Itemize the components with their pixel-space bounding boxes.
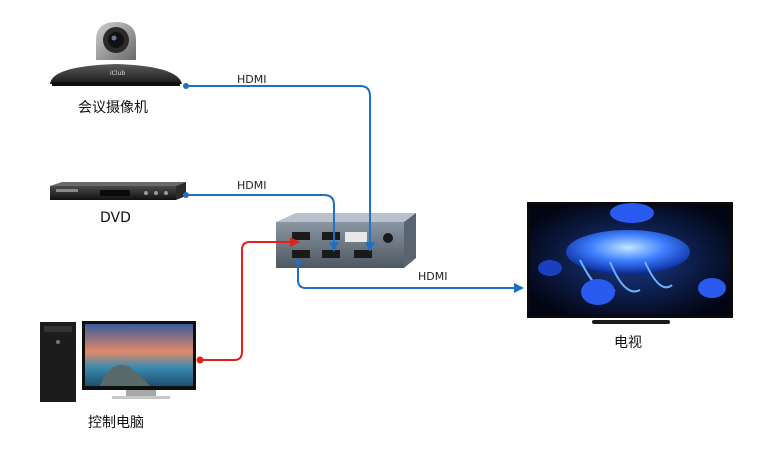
dvd-edge-label: HDMI xyxy=(237,179,267,192)
tv-cable-endpoint xyxy=(295,259,301,265)
tv-cable-arrow xyxy=(514,283,524,293)
desktop-pc-icon xyxy=(40,321,196,402)
dvd-player-icon xyxy=(50,182,186,200)
camera-edge-label: HDMI xyxy=(237,73,267,86)
camera-cable-arrow xyxy=(365,242,375,252)
tv-icon xyxy=(527,202,733,324)
pc-label: 控制电脑 xyxy=(88,415,144,431)
tv-edge-label: HDMI xyxy=(418,270,448,283)
dvd-cable xyxy=(186,194,335,246)
dvd-cable-endpoint xyxy=(183,192,189,198)
conference-camera-icon xyxy=(50,22,182,86)
pc-cable-endpoint xyxy=(196,356,204,364)
camera-cable-endpoint xyxy=(183,83,189,89)
pc-cable-arrow xyxy=(290,237,300,247)
tv-cable xyxy=(297,262,516,289)
pc-cable xyxy=(200,241,292,361)
camera-label: 会议摄像机 xyxy=(78,100,148,116)
dvd-cable-arrow xyxy=(329,242,339,252)
camera-brand-label: iClub xyxy=(110,70,126,77)
tv-label: 电视 xyxy=(614,335,642,351)
camera-cable xyxy=(186,85,371,246)
dvd-label: DVD xyxy=(100,210,131,226)
